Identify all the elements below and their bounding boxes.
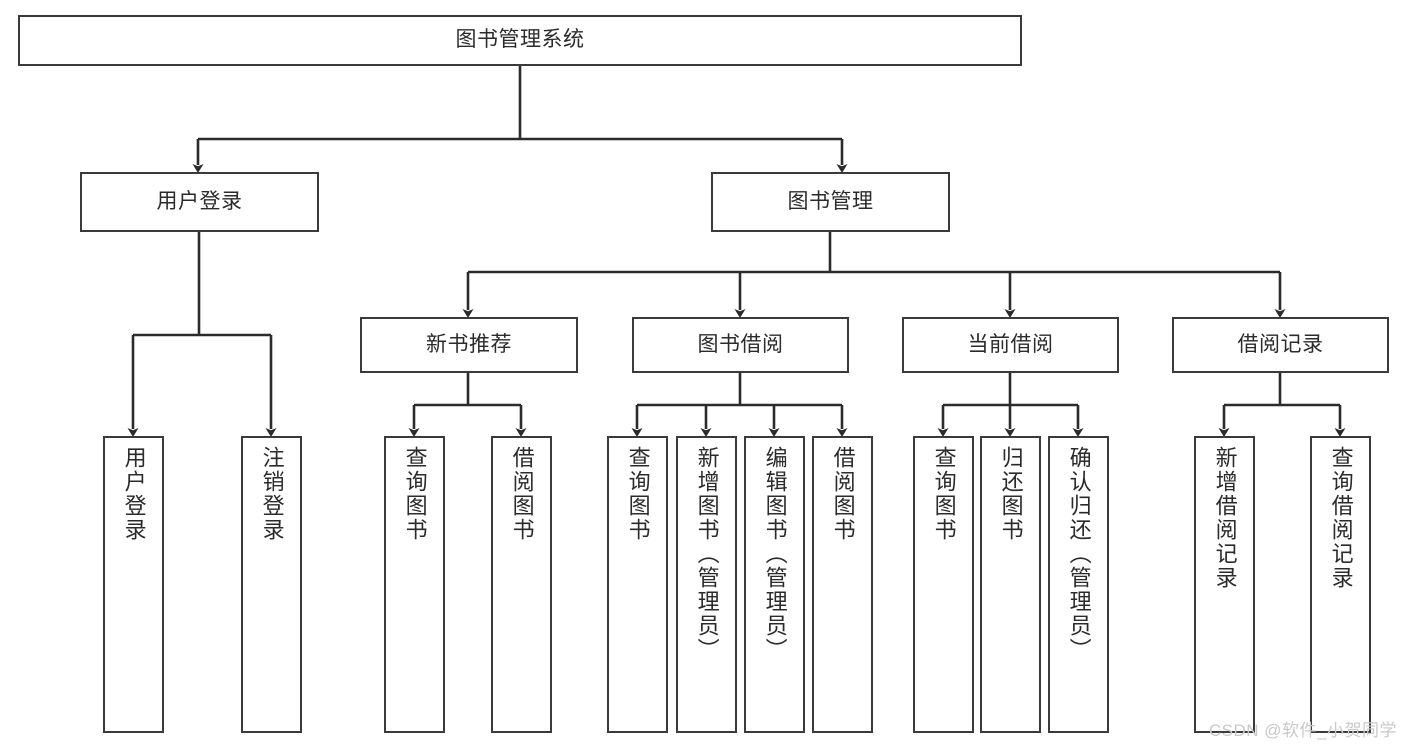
node-label: 图书管理系统 bbox=[455, 28, 585, 52]
leaf-current-borrow-1[interactable]: 查询图书 bbox=[913, 436, 974, 733]
node-label: 查询图书 bbox=[625, 446, 651, 542]
leaf-current-borrow-2[interactable]: 归还图书 bbox=[980, 436, 1041, 733]
node-label: 新增图书（管理员） bbox=[694, 446, 720, 662]
node-label: 借阅图书 bbox=[509, 446, 535, 542]
node-label: 编辑图书（管理员） bbox=[762, 446, 788, 662]
leaf-book-borrow-4[interactable]: 借阅图书 bbox=[812, 436, 873, 733]
leaf-new-book-2[interactable]: 借阅图书 bbox=[491, 436, 552, 733]
node-label: 新书推荐 bbox=[426, 332, 512, 356]
node-label: 新增借阅记录 bbox=[1212, 446, 1238, 590]
node-label: 图书借阅 bbox=[697, 332, 784, 356]
node-label: 用户登录 bbox=[156, 189, 243, 213]
node-label: 借阅记录 bbox=[1237, 332, 1324, 356]
node-label: 用户登录 bbox=[121, 446, 147, 542]
leaf-borrow-record-1[interactable]: 新增借阅记录 bbox=[1194, 436, 1255, 733]
leaf-book-borrow-1[interactable]: 查询图书 bbox=[607, 436, 668, 733]
leaf-user-login-2[interactable]: 注销登录 bbox=[241, 436, 302, 733]
node-label: 查询图书 bbox=[402, 446, 428, 542]
leaf-borrow-record-2[interactable]: 查询借阅记录 bbox=[1310, 436, 1371, 733]
node-book-management[interactable]: 图书管理 bbox=[711, 172, 950, 232]
node-current-borrow[interactable]: 当前借阅 bbox=[902, 317, 1119, 373]
leaf-book-borrow-3[interactable]: 编辑图书（管理员） bbox=[744, 436, 805, 733]
csdn-watermark: CSDN @软件_小贺同学 bbox=[1208, 721, 1397, 740]
node-label: 确认归还（管理员） bbox=[1066, 446, 1092, 662]
leaf-book-borrow-2[interactable]: 新增图书（管理员） bbox=[676, 436, 737, 733]
node-new-book-recommend[interactable]: 新书推荐 bbox=[360, 317, 578, 373]
leaf-current-borrow-3[interactable]: 确认归还（管理员） bbox=[1048, 436, 1109, 733]
leaf-user-login-1[interactable]: 用户登录 bbox=[103, 436, 164, 733]
node-label: 当前借阅 bbox=[967, 332, 1054, 356]
node-label: 查询图书 bbox=[931, 446, 957, 542]
node-book-borrow[interactable]: 图书借阅 bbox=[632, 317, 849, 373]
node-label: 注销登录 bbox=[259, 446, 285, 542]
node-label: 借阅图书 bbox=[830, 446, 856, 542]
node-label: 查询借阅记录 bbox=[1328, 446, 1354, 590]
node-root-system[interactable]: 图书管理系统 bbox=[18, 15, 1022, 66]
node-label: 归还图书 bbox=[998, 446, 1024, 542]
node-label: 图书管理 bbox=[787, 189, 874, 213]
leaf-new-book-1[interactable]: 查询图书 bbox=[384, 436, 445, 733]
node-borrow-record[interactable]: 借阅记录 bbox=[1172, 317, 1389, 373]
node-user-login[interactable]: 用户登录 bbox=[80, 172, 319, 232]
